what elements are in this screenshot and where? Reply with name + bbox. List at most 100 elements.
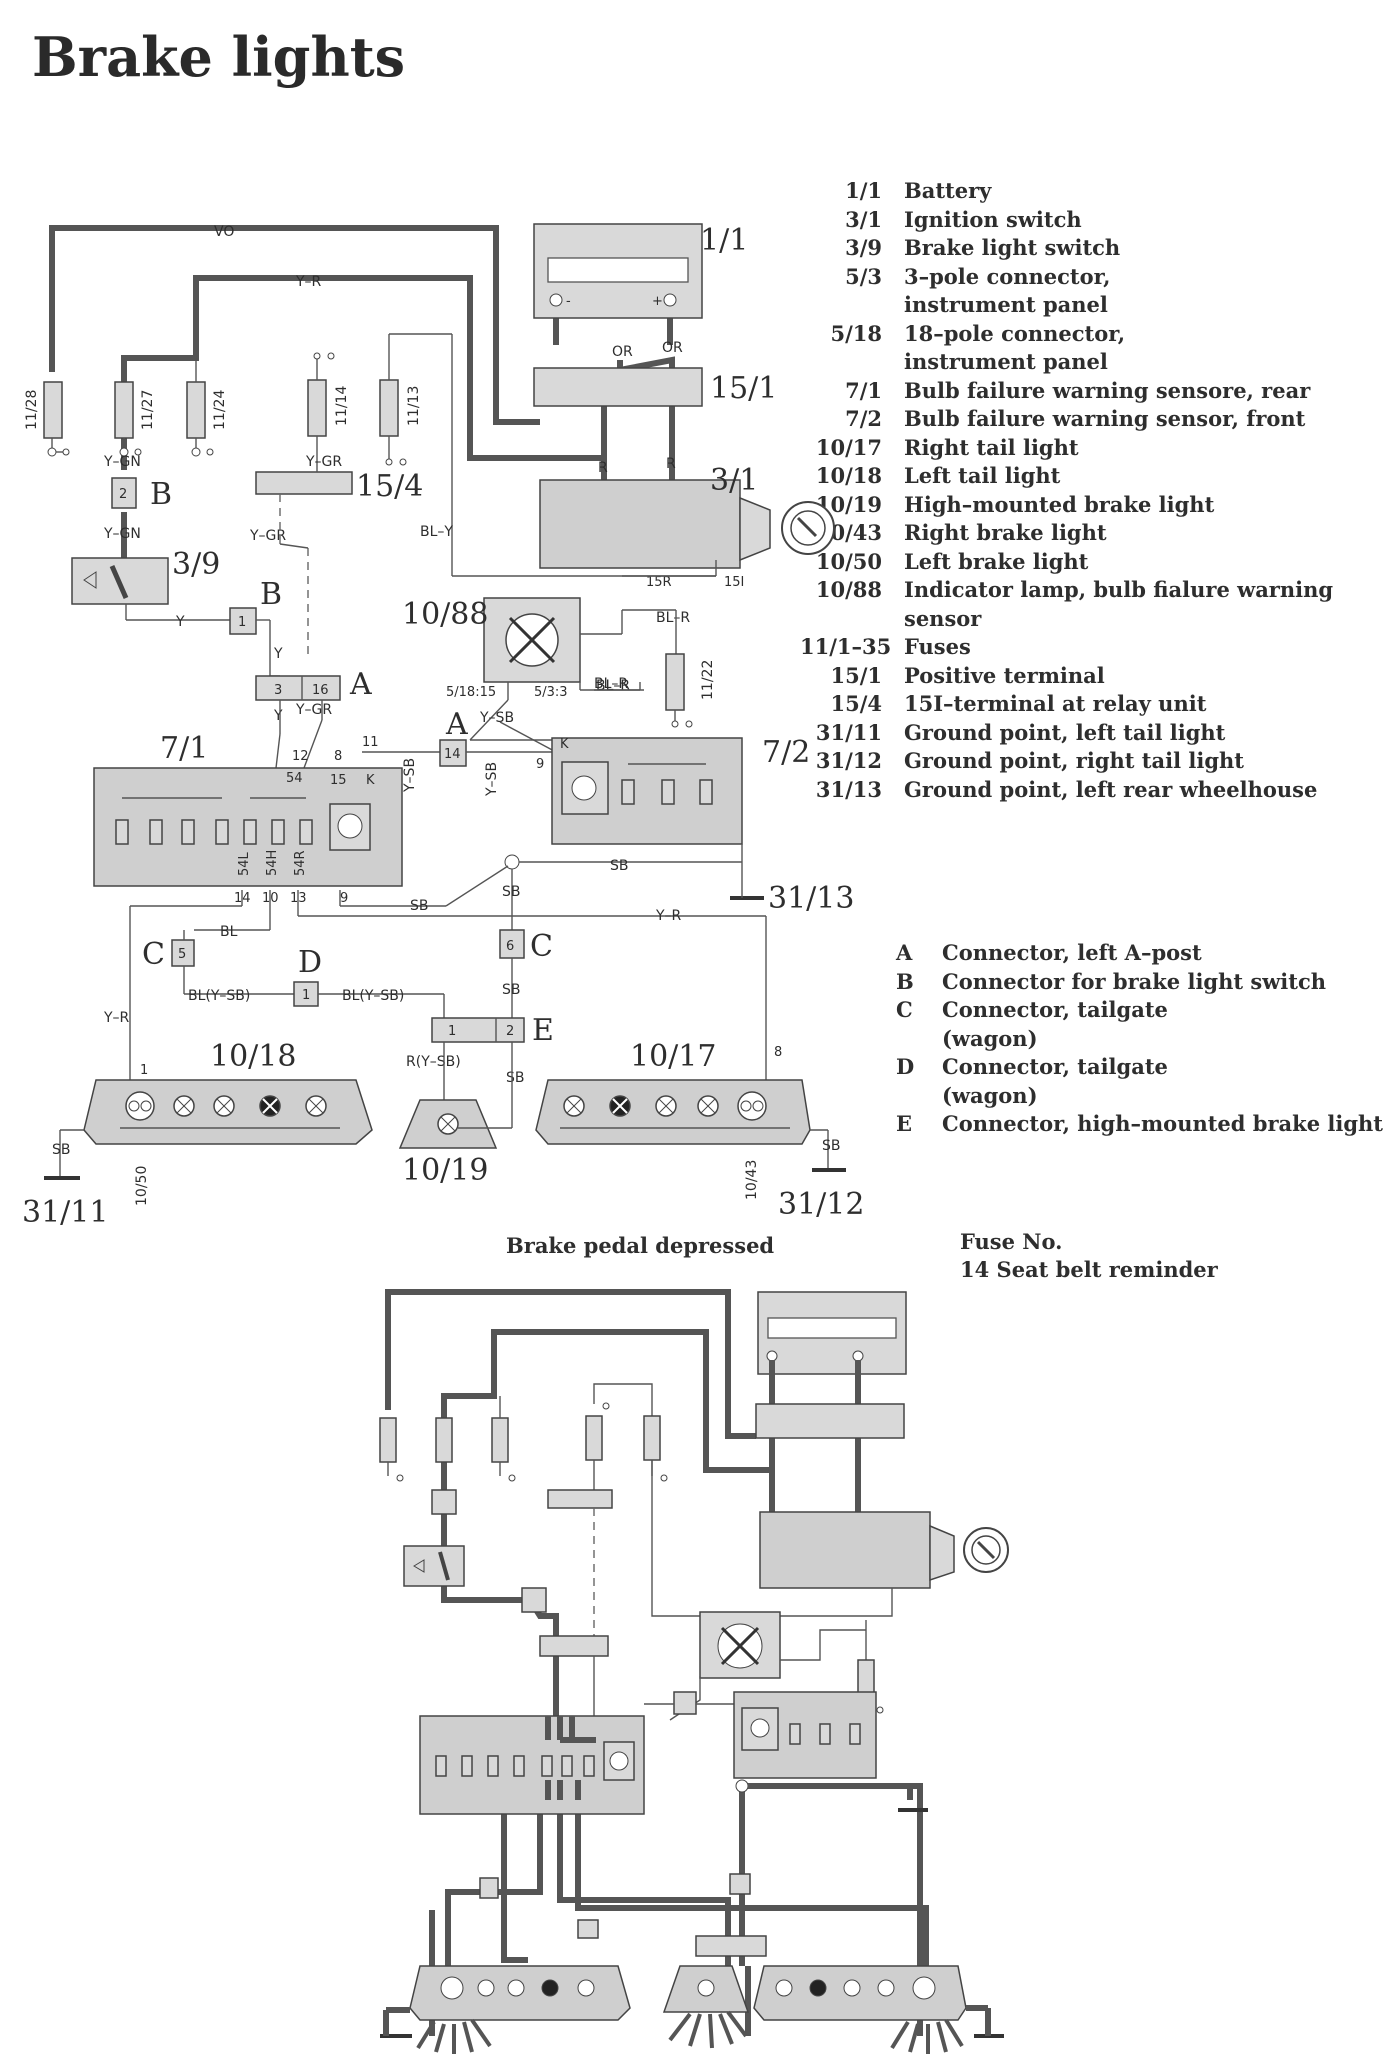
wire-label-y-mid: Y bbox=[273, 646, 283, 662]
ignition-lock-housing bbox=[739, 496, 771, 562]
connector-legend-text: Connector, high–mounted brake light bbox=[942, 1111, 1383, 1136]
legend-text: Ground point, right tail light bbox=[904, 748, 1244, 773]
legend-text: Left tail light bbox=[904, 463, 1061, 488]
pin-15: 15 bbox=[330, 773, 347, 788]
wire-label-y-gn-bottom: Y–GN bbox=[103, 526, 141, 542]
pin-54r: 54R bbox=[293, 850, 308, 876]
connector-a-pin-16: 16 bbox=[312, 683, 329, 698]
positive-terminal bbox=[533, 367, 703, 407]
legend-text: Battery bbox=[904, 178, 992, 203]
wire-or bbox=[617, 356, 675, 374]
connector-e-pin-2: 2 bbox=[506, 1024, 514, 1039]
pin-54: 54 bbox=[286, 771, 303, 786]
pin-5-3-3: 5/3:3 bbox=[534, 685, 568, 700]
lower-connector-c-right bbox=[729, 1873, 751, 1895]
connector-c-left-pin: 5 bbox=[178, 947, 186, 962]
legend-text: Right brake light bbox=[904, 520, 1107, 545]
ref-right-brake-light: 10/43 bbox=[744, 1160, 760, 1200]
connector-a-front bbox=[439, 739, 467, 767]
ref-ground-31-11: 31/11 bbox=[22, 1195, 108, 1230]
connector-c-right-pin: 6 bbox=[506, 939, 514, 954]
lower-high-brake-rays bbox=[668, 2010, 748, 2049]
legend-text: 15I–terminal at relay unit bbox=[904, 691, 1207, 716]
fuse-11-27 bbox=[114, 381, 142, 457]
ref-left-tail-light: 10/18 bbox=[210, 1039, 296, 1074]
left-tail-bulbs bbox=[120, 1091, 340, 1129]
legend-code: 31/11 bbox=[815, 719, 882, 745]
legend-text: instrument panel bbox=[904, 292, 1108, 317]
lower-sensor-front-resistors bbox=[741, 1707, 861, 1751]
lower-wire-ground bbox=[739, 1783, 923, 1966]
wire-label-y-gr-top: Y–GR bbox=[305, 454, 342, 470]
pin-15r: 15R bbox=[646, 575, 672, 590]
connector-c-left bbox=[171, 939, 195, 967]
connector-a-pin-3: 3 bbox=[274, 683, 282, 698]
lower-wire-r bbox=[769, 1438, 861, 1512]
wire-label-bl-r-lower: BL–R bbox=[594, 676, 628, 692]
wire-label-bl-y: BL–Y bbox=[420, 524, 453, 540]
pin-11: 11 bbox=[362, 735, 379, 750]
connector-legend-text: (wagon) bbox=[942, 1082, 1038, 1108]
battery-minus-label: - bbox=[566, 294, 571, 309]
switch-contact-icon bbox=[109, 564, 129, 600]
wire-vo bbox=[49, 225, 540, 425]
legend-text: Brake light switch bbox=[904, 235, 1121, 260]
ref-high-mounted-brake-light: 10/19 bbox=[402, 1153, 488, 1188]
wire-label-y-r-left: Y–R bbox=[103, 1010, 130, 1026]
legend-code: 5/18 bbox=[830, 320, 882, 346]
legend-code: 10/17 bbox=[815, 434, 882, 460]
connector-d bbox=[293, 981, 319, 1007]
page-title: Brake lights bbox=[32, 25, 406, 89]
pin-15i: 15I bbox=[724, 575, 744, 590]
battery-minus-icon bbox=[549, 293, 563, 307]
lower-wire-y-r bbox=[441, 1329, 775, 1512]
letter-a-main: A bbox=[349, 667, 372, 702]
ref-ignition-switch: 3/1 bbox=[710, 463, 758, 498]
ref-battery: 1/1 bbox=[700, 223, 748, 258]
ignition-key-ring-icon bbox=[790, 510, 826, 546]
connector-legend-text: Connector, tailgate bbox=[942, 1054, 1168, 1079]
lower-connector-e bbox=[695, 1935, 767, 1957]
wire-label-y-left: Y bbox=[175, 614, 185, 630]
wire-label-y-sb-vertical-2: Y–SB bbox=[484, 762, 500, 797]
connector-legend-text: Connector for brake light switch bbox=[942, 968, 1327, 994]
legend-code: 5/3 bbox=[845, 263, 882, 289]
ref-fuse-11-22: 11/22 bbox=[700, 660, 716, 700]
connector-a-front-pin: 14 bbox=[444, 747, 461, 762]
ref-indicator-lamp: 10/88 bbox=[402, 597, 488, 632]
lower-ground-junction bbox=[735, 1779, 749, 1793]
lower-right-brake-rays bbox=[890, 2018, 964, 2054]
ignition-switch bbox=[539, 479, 741, 569]
lower-left-brake-rays bbox=[416, 2018, 492, 2054]
connector-b-upper bbox=[111, 477, 137, 509]
wire-y-r bbox=[121, 275, 607, 480]
legend-code: 31/12 bbox=[815, 748, 882, 773]
lower-fuses bbox=[379, 1396, 668, 1490]
wire-label-sb-e: SB bbox=[506, 1070, 525, 1086]
ref-ground-31-12: 31/12 bbox=[778, 1187, 864, 1222]
lower-left-tail-bulbs bbox=[440, 1976, 595, 2000]
legend-text: Positive terminal bbox=[904, 662, 1105, 688]
battery-cell bbox=[547, 257, 689, 283]
wire-label-sb-mid: SB bbox=[502, 884, 521, 900]
connector-legend-code: C bbox=[896, 997, 913, 1022]
legend-text: Bulb failure warning sensor, front bbox=[904, 406, 1306, 431]
connector-legend-text: Connector, left A–post bbox=[942, 940, 1202, 965]
lower-connector-c-left bbox=[479, 1877, 499, 1899]
connector-d-pin: 1 bbox=[302, 988, 310, 1003]
legend-text: 3–pole connector, bbox=[904, 263, 1111, 289]
fuse-note-text: 14 Seat belt reminder bbox=[960, 1257, 1218, 1282]
connector-b-upper-pin: 2 bbox=[119, 487, 127, 502]
legend-text: Left brake light bbox=[904, 548, 1089, 574]
wire-label-y-gr-mid: Y–GR bbox=[249, 528, 286, 544]
wire-label-y-r-right: Y–R bbox=[655, 908, 682, 924]
fuse-11-28 bbox=[43, 381, 70, 457]
connector-legend-text: (wagon) bbox=[942, 1025, 1038, 1051]
wire-label-or-right: OR bbox=[662, 340, 683, 356]
letter-d: D bbox=[298, 945, 322, 980]
letter-a-front: A bbox=[445, 707, 468, 742]
connector-e bbox=[431, 1017, 525, 1043]
connector-legend-code: B bbox=[896, 968, 914, 994]
legend-text: Ignition switch bbox=[904, 206, 1082, 232]
